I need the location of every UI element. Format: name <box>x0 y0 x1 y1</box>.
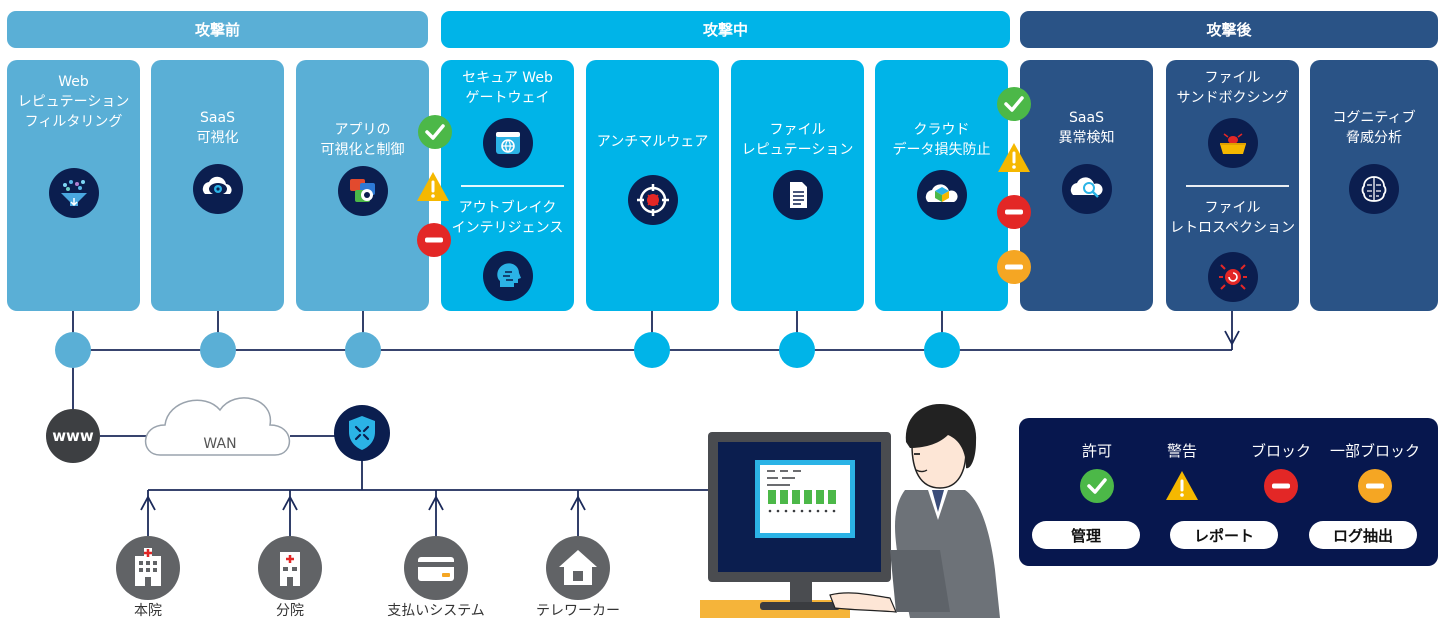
partial-block-icon <box>996 249 1032 285</box>
card-subtitle: ファイル レトロスペクション <box>1169 200 1296 236</box>
card-title: アプリの 可視化と制御 <box>320 122 405 158</box>
allow-check-icon <box>1079 468 1115 504</box>
legend-label-allow: 許可 <box>1081 442 1113 460</box>
sandbox-bug-icon <box>1207 118 1258 168</box>
head-brain-icon <box>482 251 533 301</box>
block-icon <box>1263 468 1299 504</box>
malware-target-icon <box>627 175 678 225</box>
card-title: SaaS 可視化 <box>196 110 239 146</box>
block-icon <box>416 222 452 258</box>
network-node-pre <box>345 332 381 368</box>
legend-label-warn: 警告 <box>1166 442 1198 460</box>
network-node-mid <box>779 332 815 368</box>
card-anti-malware: アンチマルウェア <box>586 60 719 311</box>
card-file-sandboxing: ファイル サンドボクシング ファイル レトロスペクション <box>1166 60 1299 311</box>
wan-label: WAN <box>203 436 237 452</box>
site-label-main: 本院 <box>134 603 162 619</box>
branch-building-icon <box>258 536 322 600</box>
warning-icon <box>415 169 451 205</box>
card-cloud-dlp: クラウド データ損失防止 <box>875 60 1008 311</box>
card-saas-anomaly: SaaS 異常検知 <box>1020 60 1153 311</box>
site-label-teleworker: テレワーカー <box>536 603 620 619</box>
home-icon <box>546 536 610 600</box>
warning-icon <box>1164 468 1200 504</box>
warning-icon <box>996 140 1032 176</box>
legend-label-partial-block: 一部ブロック <box>1329 442 1421 460</box>
funnel-filter-icon <box>48 168 99 218</box>
card-title: SaaS 異常検知 <box>1058 110 1115 146</box>
hospital-building-icon <box>116 536 180 600</box>
card-title: クラウド データ損失防止 <box>892 122 991 158</box>
network-node-mid <box>924 332 960 368</box>
card-web-reputation: Web レピュテーション フィルタリング <box>7 60 140 311</box>
phase-header-pre: 攻撃前 <box>7 11 428 48</box>
card-title: セキュア Web ゲートウェイ <box>462 70 553 106</box>
card-title: Web レピュテーション フィルタリング <box>17 74 130 130</box>
report-button[interactable]: レポート <box>1170 521 1278 549</box>
card-divider <box>1186 185 1289 187</box>
cloud-data-icon <box>916 170 967 220</box>
card-title: コグニティブ 脅威分析 <box>1332 110 1416 146</box>
allow-check-icon <box>417 114 453 150</box>
site-label-payment: 支払いシステム <box>387 603 485 619</box>
card-saas-visibility: SaaS 可視化 <box>151 60 284 311</box>
card-secure-web-gateway: セキュア Web ゲートウェイ アウトブレイク インテリジェンス <box>441 60 574 311</box>
card-subtitle: アウトブレイク インテリジェンス <box>451 200 564 236</box>
brain-circuit-icon <box>1349 164 1399 214</box>
block-icon <box>996 194 1032 230</box>
legend-panel: 許可 警告 ブロック 一部ブロック 管理 レポート ログ抽出 <box>1019 418 1438 566</box>
app-windows-eye-icon <box>337 166 388 216</box>
card-title: アンチマルウェア <box>596 134 709 150</box>
credit-card-icon <box>404 536 468 600</box>
log-export-button[interactable]: ログ抽出 <box>1309 521 1417 549</box>
site-label-branch: 分院 <box>276 603 304 619</box>
card-app-visibility: アプリの 可視化と制御 <box>296 60 429 311</box>
document-icon <box>772 170 823 220</box>
retrospection-bug-icon <box>1207 252 1258 302</box>
cloud-search-icon <box>1061 164 1112 214</box>
network-node-pre <box>55 332 91 368</box>
partial-block-icon <box>1357 468 1393 504</box>
card-title: ファイル レピュテーション <box>741 122 854 158</box>
manage-button[interactable]: 管理 <box>1032 521 1140 549</box>
shield-icon <box>334 405 390 461</box>
network-node-pre <box>200 332 236 368</box>
phase-header-mid: 攻撃中 <box>441 11 1010 48</box>
card-cognitive-threat: コグニティブ 脅威分析 <box>1310 60 1438 311</box>
card-divider <box>461 185 564 187</box>
card-file-reputation: ファイル レピュテーション <box>731 60 864 311</box>
card-title: ファイル サンドボクシング <box>1176 70 1289 106</box>
network-node-mid <box>634 332 670 368</box>
admin-workstation-illustration <box>700 404 1000 618</box>
phase-header-post: 攻撃後 <box>1020 11 1438 48</box>
www-node: www <box>46 409 100 463</box>
allow-check-icon <box>996 86 1032 122</box>
cloud-eye-icon <box>192 164 243 214</box>
legend-label-block: ブロック <box>1250 442 1312 460</box>
browser-globe-icon <box>482 118 533 168</box>
